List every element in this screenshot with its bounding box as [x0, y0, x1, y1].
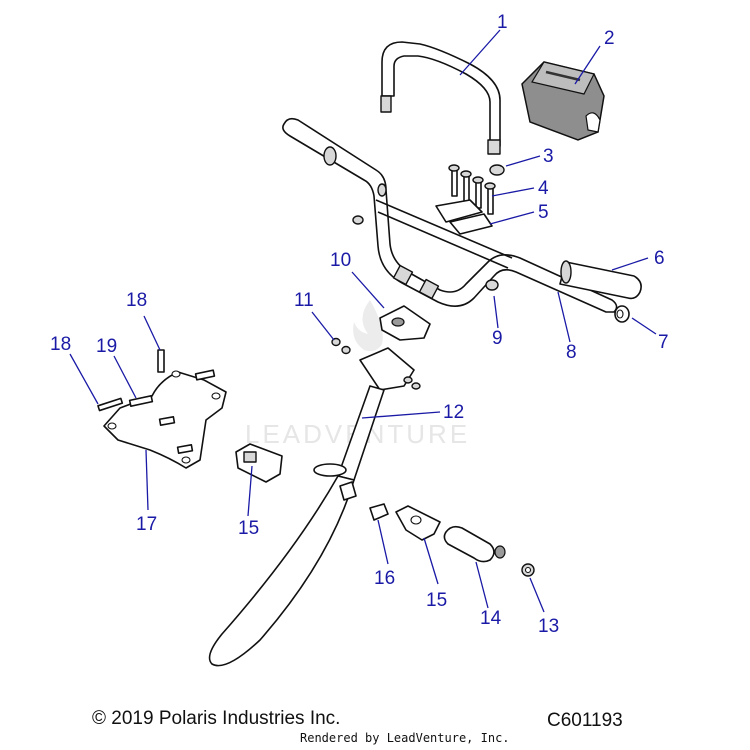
callout-9: 9	[492, 328, 503, 349]
callout-18-top: 18	[126, 290, 147, 311]
part-11-nuts	[331, 337, 351, 355]
leader-lines	[69, 29, 657, 613]
part-13-nut	[521, 563, 535, 577]
callout-1: 1	[497, 12, 508, 33]
callout-8: 8	[566, 342, 577, 363]
callout-17: 17	[136, 514, 157, 535]
part-15-post-clamp-left	[235, 443, 283, 483]
part-1-crossbar-pad-bar	[380, 41, 501, 155]
callout-10: 10	[330, 250, 351, 271]
callout-6: 6	[654, 248, 665, 269]
rendered-by-text: Rendered by LeadVenture, Inc.	[300, 731, 510, 745]
callout-18-left: 18	[50, 334, 71, 355]
part-7-end-cap	[614, 305, 630, 323]
callout-19: 19	[96, 336, 117, 357]
callout-12: 12	[443, 402, 464, 423]
part-2-handlebar-pad	[521, 61, 605, 141]
part-10-lower-clamp	[379, 305, 431, 341]
callout-15-left: 15	[238, 518, 259, 539]
part-14-link-plate	[443, 525, 506, 563]
callout-15-right: 15	[426, 590, 447, 611]
callout-11: 11	[294, 290, 314, 311]
part-8-handlebar	[282, 117, 618, 313]
part-6-grip	[559, 260, 642, 300]
figure-id: C601193	[547, 710, 623, 731]
callout-numbers: 1 2 3 4 5 6 7 8 9 10 11 12 13 14 15 15 1…	[50, 12, 669, 637]
part-16-bushing	[369, 503, 389, 521]
callout-7: 7	[658, 332, 669, 353]
callout-14: 14	[480, 608, 502, 629]
part-5-upper-clamps	[435, 199, 493, 235]
part-15-post-clamp-right	[395, 505, 441, 541]
callout-16: 16	[374, 568, 395, 589]
part-3-nut	[489, 164, 505, 176]
copyright-text: © 2019 Polaris Industries Inc.	[92, 708, 341, 729]
part-12-steering-post	[208, 347, 421, 667]
callout-3: 3	[543, 146, 554, 167]
part-19-bolt	[128, 394, 154, 408]
part-18-bolts	[97, 349, 216, 454]
callout-4: 4	[538, 178, 549, 199]
part-9-nut	[485, 279, 499, 291]
part-4-bolts	[448, 164, 496, 215]
part-post-collar	[339, 481, 357, 501]
callout-2: 2	[604, 28, 615, 49]
callout-13: 13	[538, 616, 559, 637]
callout-5: 5	[538, 202, 549, 223]
